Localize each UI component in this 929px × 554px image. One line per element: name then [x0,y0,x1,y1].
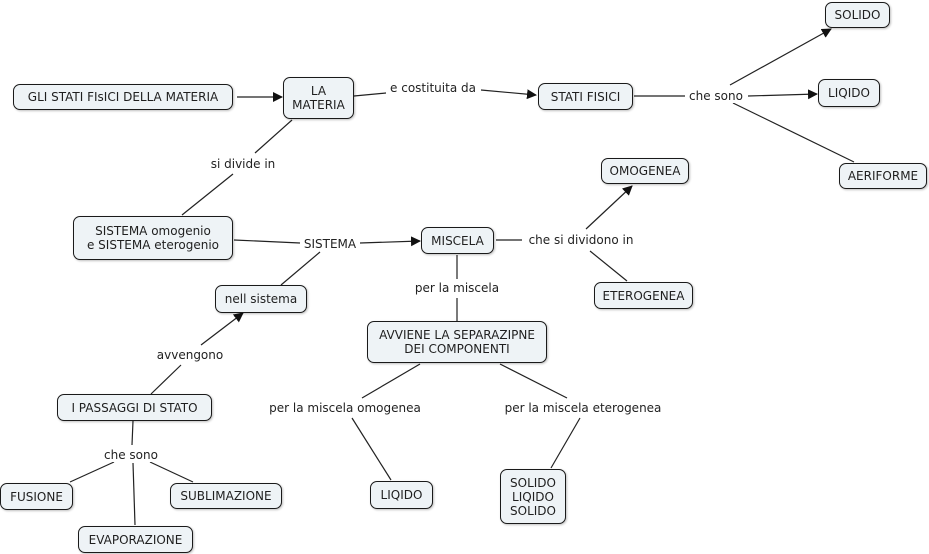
link-label-si-divide-in: si divide in [208,157,278,171]
node-passaggi-stato[interactable]: I PASSAGGI DI STATO [57,394,212,421]
node-stati-fisici[interactable]: STATI FISICI [538,83,633,110]
node-stati-fisici-materia[interactable]: GLI STATI FIsICI DELLA MATERIA [13,84,233,110]
node-omogenea[interactable]: OMOGENEA [601,158,689,184]
edge-costituita-statifisici [480,89,537,100]
link-label-e-costituita-da: e costituita da [388,81,478,95]
edge-chesono-liqido [747,89,818,100]
edge-omogenea-liqido [351,417,392,481]
edge-eterogenea-solido [550,417,581,469]
link-label-sistema: SISTEMA [301,237,359,251]
node-evaporazione[interactable]: EVAPORAZIONE [78,526,193,553]
node-la-materia[interactable]: LA MATERIA [283,77,354,119]
node-sublimazione[interactable]: SUBLIMAZIONE [170,483,282,509]
edge-passaggi-chesono [131,420,134,446]
node-nell-sistema[interactable]: nell sistema [215,285,307,313]
node-liqido[interactable]: LIQIDO [818,79,880,107]
link-label-che-sono-passaggi: che sono [102,448,160,462]
edge-chesono-evaporazione [132,462,136,526]
edge-avvengono-nellsistema [200,312,244,346]
edge-chesono-sublimazione [149,461,194,483]
edge-chesidividono-eterogenea [589,250,628,282]
edge-passaggi-avvengono [150,364,182,395]
link-label-che-sono-stati: che sono [687,89,745,103]
edge-sistemaomo-sistema [233,239,301,244]
node-eterogenea[interactable]: ETEROGENEA [594,282,693,309]
node-separazione[interactable]: AVVIENE LA SEPARAZIPNE DEI COMPONENTI [367,321,547,363]
edge-separazione-eterogenea [499,363,568,399]
node-miscela[interactable]: MISCELA [421,227,494,254]
edge-sistema-miscela [359,236,421,247]
link-label-per-la-miscela: per la miscela [412,281,502,295]
edge-materia-sidivide [254,119,293,154]
node-sistema-omo-etero[interactable]: SISTEMA omogenio e SISTEMA eterogenio [73,216,233,260]
edge-chesono-aeriforme [732,102,855,163]
node-liqido-omogenea[interactable]: LIQIDO [370,481,433,509]
link-label-avvengono: avvengono [154,348,226,362]
node-solido-liqido-solido[interactable]: SOLIDO LIQIDO SOLIDO [500,469,566,524]
link-label-che-si-dividono-in: che si dividono in [526,233,636,247]
edge-sidivide-sistema [181,173,234,216]
link-label-per-la-miscela-omogenea: per la miscela omogenea [267,401,423,415]
link-label-per-la-miscela-eterogenea: per la miscela eterogenea [502,401,664,415]
edge-chesidividono-omogenea [585,185,633,230]
edge-chesono-fusione [69,461,115,483]
edge-separazione-omogenea [361,363,421,399]
node-fusione[interactable]: FUSIONE [0,483,73,510]
edge-materia-costituita [353,92,387,97]
node-aeriforme[interactable]: AERIFORME [839,163,927,189]
edge-sistema-nellsistema [280,251,321,286]
node-solido[interactable]: SOLIDO [825,2,890,28]
edge-chesono-solido [729,28,832,86]
